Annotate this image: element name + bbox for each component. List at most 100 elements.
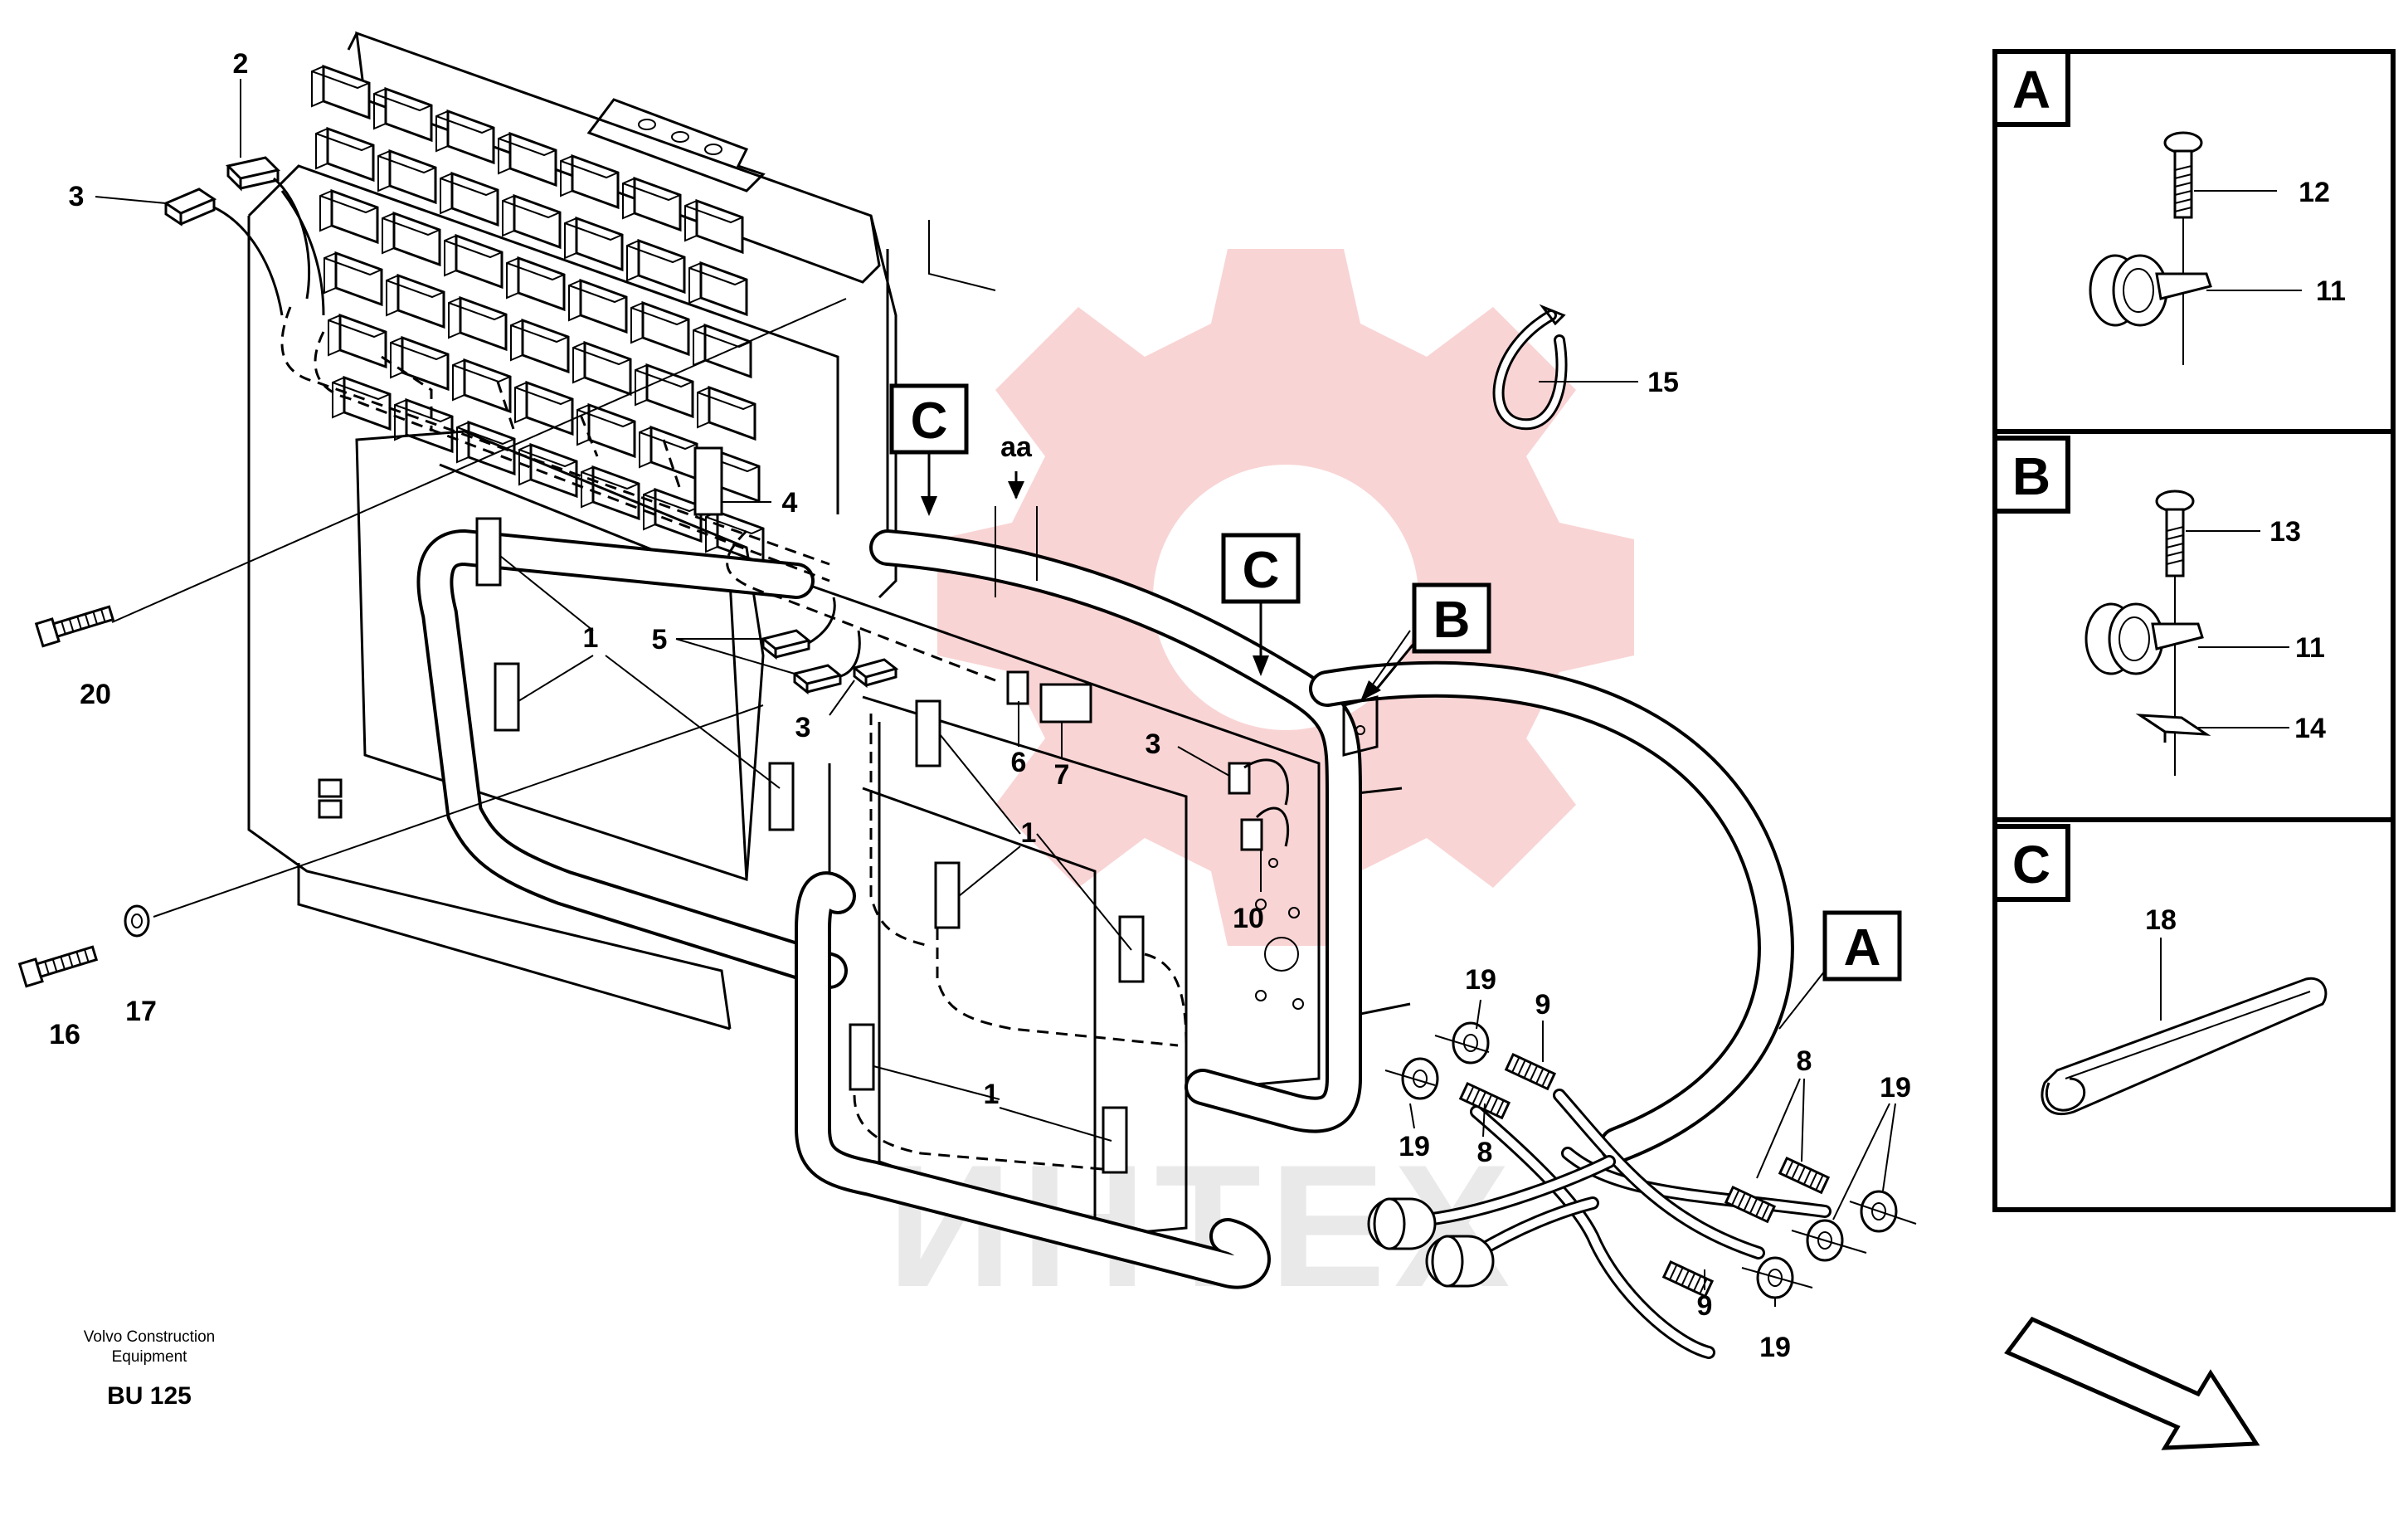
main-harness — [416, 529, 1794, 1289]
detail-panels: A 12 11 B — [1992, 49, 2396, 1212]
edge-trim-18-icon — [2041, 977, 2328, 1116]
connector-1-g — [849, 1023, 875, 1091]
footer-company-line2: Equipment — [111, 1348, 187, 1366]
relay-block — [330, 188, 379, 245]
detail-frame — [1992, 49, 2396, 1212]
relay-block — [508, 131, 557, 188]
svg-text:11: 11 — [2316, 275, 2346, 307]
callout-5: 5 — [652, 624, 668, 655]
connector-1-d — [915, 699, 941, 767]
relay-block — [517, 256, 566, 312]
callout-1c: 1 — [984, 1079, 1000, 1110]
relay-block — [525, 380, 574, 436]
label-b: B — [1360, 582, 1491, 701]
bolt-8-a — [1504, 1052, 1557, 1091]
relay-block — [513, 193, 562, 250]
callout-9b: 9 — [1697, 1290, 1713, 1322]
nut-19-a — [1452, 1021, 1490, 1065]
connector-3-a — [163, 188, 217, 227]
detail-panel-a: A 12 11 — [1992, 49, 2346, 365]
relay-block — [384, 86, 433, 143]
callout-17: 17 — [125, 996, 157, 1027]
connector-1-c — [768, 762, 795, 831]
loose-parts — [17, 298, 1568, 988]
screw-20-icon — [34, 605, 115, 648]
relay-block — [699, 261, 748, 317]
hidden-routing — [280, 306, 1188, 1172]
relay-block — [405, 397, 454, 454]
relay-block — [633, 176, 682, 232]
watermark: ИНТЕХ — [887, 249, 1634, 1323]
relay-block — [455, 233, 503, 290]
callout-2: 2 — [233, 48, 249, 80]
box-labels: C C B A — [889, 383, 1902, 982]
connector-10 — [1240, 818, 1263, 851]
svg-text:C: C — [911, 392, 948, 450]
sensor-harness — [1367, 1021, 1917, 1359]
callouts: 1 1 1 2 3 3 3 4 5 6 7 8 8 9 9 10 15 16 1… — [49, 48, 1911, 1363]
label-c-left: C — [889, 383, 969, 516]
screw-13-icon — [2155, 490, 2195, 577]
screw-12-icon — [2163, 131, 2203, 219]
relay-block — [649, 425, 698, 481]
relay-block — [401, 335, 450, 392]
callout-19a: 19 — [1465, 964, 1496, 996]
svg-text:12: 12 — [2299, 177, 2330, 208]
relay-block — [708, 385, 756, 441]
callout-9a: 9 — [1535, 989, 1551, 1021]
relay-block — [446, 109, 495, 165]
nut-14-icon — [2135, 714, 2211, 743]
svg-text:11: 11 — [2295, 632, 2325, 664]
svg-text:13: 13 — [2269, 516, 2301, 548]
callout-8a: 8 — [1477, 1137, 1493, 1168]
relay-block — [450, 171, 499, 227]
callout-3c: 3 — [1146, 728, 1161, 760]
label-a: A — [1822, 910, 1902, 982]
bolt-9 — [1661, 1259, 1715, 1298]
svg-text:A: A — [1844, 919, 1881, 977]
relay-block — [645, 363, 694, 419]
relay-block — [575, 216, 624, 272]
footer-company: Volvo Construction — [83, 1328, 216, 1346]
relay-block — [587, 402, 636, 459]
callout-19d: 19 — [1759, 1332, 1791, 1363]
connectors — [163, 156, 1290, 1174]
washer-17-icon — [124, 904, 150, 938]
connector-5-b — [791, 664, 844, 695]
connector-1-e — [934, 861, 961, 929]
callout-10: 10 — [1233, 903, 1264, 934]
callout-4: 4 — [782, 487, 798, 519]
relay-block — [459, 295, 508, 352]
relay-block — [396, 273, 445, 329]
callout-1b: 1 — [1021, 817, 1037, 849]
connector-1-b — [494, 662, 520, 732]
callout-6: 6 — [1011, 747, 1027, 778]
clamp-11b-icon — [2085, 602, 2204, 675]
relay-block — [583, 340, 632, 397]
connector-6 — [1006, 670, 1029, 705]
svg-text:B: B — [2012, 446, 2050, 506]
connector-3-b — [851, 658, 899, 689]
detail-panel-b: B 13 11 14 — [1992, 436, 2326, 776]
relay-block — [463, 358, 512, 414]
callout-20: 20 — [80, 679, 111, 710]
callout-15: 15 — [1647, 367, 1679, 398]
svg-text:18: 18 — [2145, 904, 2177, 936]
connector-1-a — [475, 517, 502, 587]
watermark-gear-icon — [937, 249, 1634, 946]
connector-1-h — [1102, 1106, 1128, 1174]
callout-8b: 8 — [1797, 1045, 1812, 1077]
relay-block — [695, 198, 744, 255]
detail-panel-c: C 18 — [1992, 824, 2328, 1116]
relay-block — [338, 313, 387, 369]
sensor-plug-a — [1367, 1197, 1437, 1250]
bolt-8-c — [1778, 1156, 1831, 1195]
footer-code: BU 125 — [107, 1382, 192, 1410]
relay-block — [343, 375, 392, 431]
relay-block — [334, 251, 383, 307]
relay-block — [392, 211, 441, 267]
cable-tie-15-icon — [1492, 304, 1568, 431]
connector-4 — [693, 446, 723, 516]
relay-block — [326, 126, 375, 183]
